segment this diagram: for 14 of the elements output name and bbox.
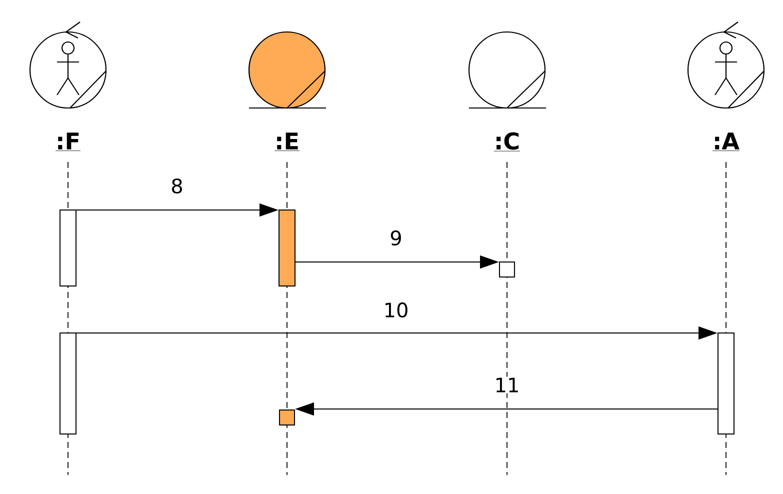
participant-name: :C (494, 132, 520, 152)
activation-bar (278, 210, 296, 286)
message-number: 10 (382, 301, 410, 319)
activation-bar (60, 210, 76, 286)
activation-bar (718, 332, 734, 434)
message-number: 8 (170, 177, 184, 195)
activation-bar (60, 332, 76, 434)
activation-box (279, 410, 295, 426)
participant-name: :A (712, 132, 740, 151)
message-number: 11 (493, 376, 521, 394)
activation-box (499, 262, 515, 278)
participant-name: :E (274, 132, 300, 151)
message-number: 9 (388, 229, 404, 247)
participant-name: :F (55, 132, 81, 151)
